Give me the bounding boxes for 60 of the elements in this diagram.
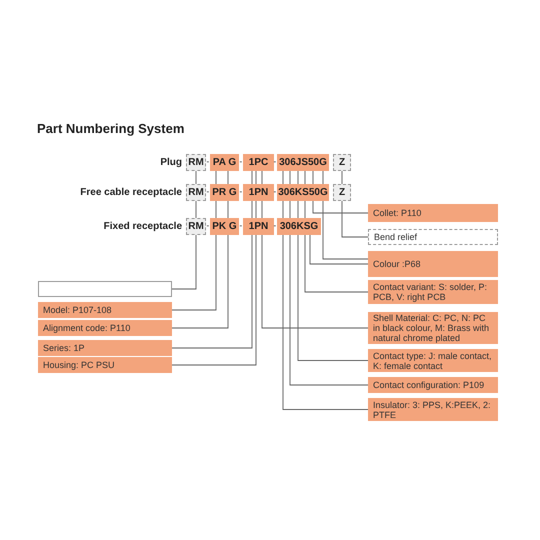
description-box: Colour :P68 [368,251,498,277]
leader-line [172,234,228,328]
code-segment-box: RM [186,154,206,171]
code-segment-box: Z [333,154,351,171]
leader-line [282,234,368,410]
code-segment-box: RM [186,184,206,201]
row-label: Fixed receptacle [104,221,182,232]
separator-dash: - [206,221,210,230]
description-box: Contact type: J: male contact, K: female contact [368,349,498,372]
code-segment-box: 306KSG [277,218,321,235]
code-segment-box: PR G [210,184,239,201]
leader-line [282,170,284,184]
row-label: Free cable receptacle [80,187,182,198]
leader-line [282,200,284,218]
leader-line [312,170,314,184]
leader-line [342,200,368,238]
leader-line [322,170,324,184]
leader-line [322,200,368,260]
separator-dash: - [240,221,242,230]
description-box: Model: P107-108 [38,302,172,318]
description-box: Contact configuration: P109 [368,377,498,393]
code-segment-box: PK G [210,218,239,235]
code-segment-box: RM [186,218,206,235]
description-box: Housing: PC PSU [38,357,172,373]
description-box: Bend relief [368,229,498,245]
description-box: Alignment code: P110 [38,320,172,336]
code-segment-box: 306JS50G [277,154,329,171]
description-box: Insulator: 3: PPS, K:PEEK, 2: PTFE [368,398,498,421]
code-segment-box: 1PN [243,218,274,235]
separator-dash: - [240,187,242,196]
code-segment-box: 1PN [243,184,274,201]
leader-line [172,234,256,366]
leader-line [172,234,252,348]
code-segment-box: PA G [210,154,239,171]
leader-line [298,234,368,361]
leader-line [290,234,368,386]
description-box: Series: 1P [38,340,172,356]
separator-dash: - [274,157,276,166]
leader-line [172,234,216,310]
description-box: Collet: P110 [368,204,498,222]
row-label: Plug [160,157,182,168]
leader-line [172,234,196,290]
leader-line [310,234,368,264]
description-box: Shell Material: C: PC, N: PC in black colour, M: Brass with natural chrome plated [368,312,498,344]
leader-line [312,200,368,214]
separator-dash: - [240,157,242,166]
empty-box [38,281,172,297]
separator-dash: - [206,187,210,196]
separator-dash: - [274,187,276,196]
separator-dash: - [206,157,210,166]
title: Part Numbering System [37,121,184,136]
leader-line [262,234,368,328]
code-segment-box: 1PC [243,154,274,171]
code-segment-box: 306KS50G [277,184,329,201]
separator-dash: - [274,221,276,230]
code-segment-box: Z [333,184,351,201]
leader-line [304,234,368,292]
leader-line [304,200,306,218]
description-box: Contact variant: S: solder, P: PCB, V: right PCB [368,280,498,304]
leader-line [304,170,306,184]
